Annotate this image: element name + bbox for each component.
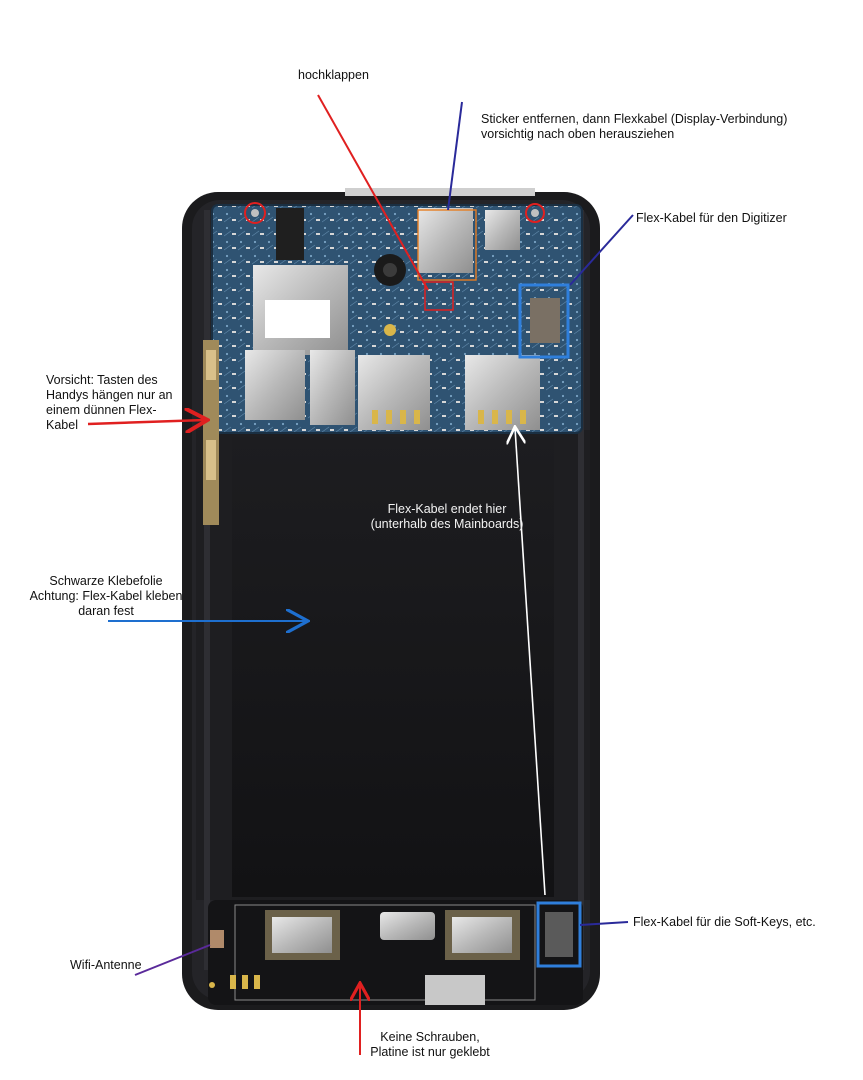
flex-endet-arrow: [515, 428, 546, 896]
side-button-flex: [203, 340, 219, 525]
digitizer-leader: [569, 214, 634, 286]
softkeys-highlight-box: [536, 901, 582, 968]
label-hochklappen: hochklappen: [298, 68, 369, 82]
label-tasten: Vorsicht: Tasten des Handys hängen nur a…: [46, 373, 173, 432]
wifi-antenna-contact: [210, 930, 224, 948]
screw-marker-right: [525, 203, 545, 223]
hochklappen-leader: [317, 94, 429, 291]
label-wifi: Wifi-Antenne: [70, 958, 142, 972]
vibration-motor: [380, 912, 435, 940]
label-digitizer: Flex-Kabel für den Digitizer: [636, 211, 787, 225]
softkeys-leader: [579, 921, 629, 926]
label-flex-endet: Flex-Kabel endet hier (unterhalb des Mai…: [370, 502, 524, 531]
label-schrauben: Keine Schrauben, Platine ist nur geklebt: [370, 1030, 490, 1059]
black-adhesive-foil: [232, 437, 554, 897]
usb-port: [425, 975, 485, 1005]
tasten-arrow: [87, 420, 205, 424]
mainboard: [211, 202, 583, 434]
wifi-leader: [134, 944, 211, 976]
label-sticker: Sticker entfernen, dann Flexkabel (Displ…: [481, 112, 788, 141]
headphone-jack: [276, 208, 304, 260]
label-softkeys: Flex-Kabel für die Soft-Keys, etc.: [633, 915, 816, 929]
lower-board: [208, 900, 583, 1005]
digitizer-connector: [530, 298, 560, 343]
sticker-leader: [447, 101, 463, 211]
sim-slot-2: [465, 355, 540, 430]
softkey-connector: [545, 912, 573, 957]
label-klebefolie: Schwarze Klebefolie Achtung: Flex-Kabel …: [29, 574, 183, 618]
screw-marker-left: [244, 202, 266, 224]
digitizer-highlight-box: [518, 283, 570, 359]
flip-up-connector-marker: [424, 281, 454, 311]
